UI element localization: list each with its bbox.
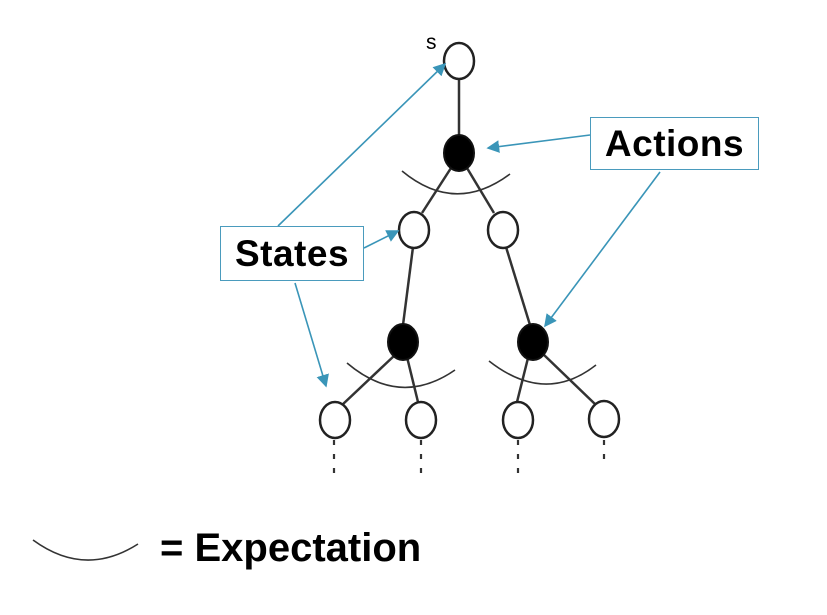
actions-label: Actions [604, 122, 745, 164]
edge-action-left-leaf-2 [405, 356, 420, 403]
legend-expectation-arc [32, 539, 139, 561]
states-label-box: States [220, 226, 364, 281]
edge-action-left-leaf-1 [341, 354, 396, 406]
states-label: States [234, 232, 350, 274]
action-nodes [387, 134, 549, 361]
state-node [404, 400, 438, 440]
expectation-arc-right [488, 360, 597, 385]
state-node [501, 400, 535, 440]
actions-label-box: Actions [590, 117, 759, 170]
continuation-dashes [332, 440, 606, 480]
action-node [443, 134, 475, 172]
arrow-actions-to-right-action [544, 171, 661, 328]
state-node [318, 400, 352, 440]
root-state-label: s [426, 31, 437, 54]
arrow-states-to-leaf [294, 282, 329, 388]
state-node [486, 210, 520, 250]
edge-state-left-action [401, 246, 415, 326]
action-node [387, 323, 419, 361]
state-node [397, 210, 431, 250]
edge-state-right-action [504, 246, 532, 326]
expectation-arc-top [401, 170, 511, 195]
action-node [517, 323, 549, 361]
arrow-states-to-root [277, 62, 447, 227]
state-node [587, 399, 621, 439]
expectation-arc-left [346, 362, 456, 389]
state-node-root [442, 41, 476, 81]
arrow-states-to-left-state [363, 230, 400, 249]
expectation-arcs [346, 170, 597, 389]
state-nodes [318, 41, 621, 440]
arrow-actions-to-top-action [486, 134, 591, 153]
legend-text: = Expectation [160, 526, 422, 570]
annotation-arrows [277, 62, 661, 388]
